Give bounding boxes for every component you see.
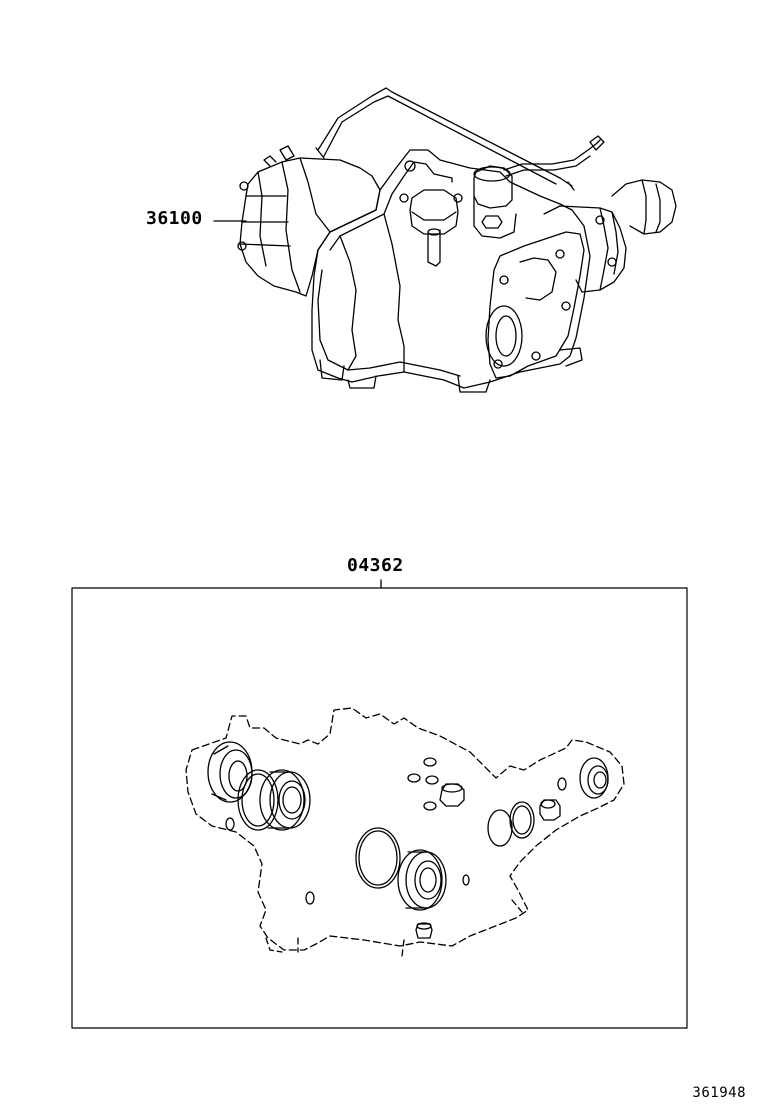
gasket-kit-frame [71,587,688,1029]
illustration-number: 361948 [692,1085,746,1101]
actuator [473,165,513,209]
part-number-04362[interactable]: 04362 [347,555,404,576]
case-outline-dashed [185,707,625,951]
o-ring [237,769,279,831]
transfer-assembly-drawing [213,87,677,393]
front-output-housing [543,205,627,293]
main-case [311,149,591,389]
front-cover [487,231,585,379]
gasket-kit-drawing [71,579,688,1029]
breather-pipe [317,87,573,187]
wire-harness [503,139,601,177]
part-number-36100[interactable]: 36100 [146,208,203,229]
output-flange [611,179,677,235]
bearing [259,769,305,831]
large-o-ring [355,827,401,889]
